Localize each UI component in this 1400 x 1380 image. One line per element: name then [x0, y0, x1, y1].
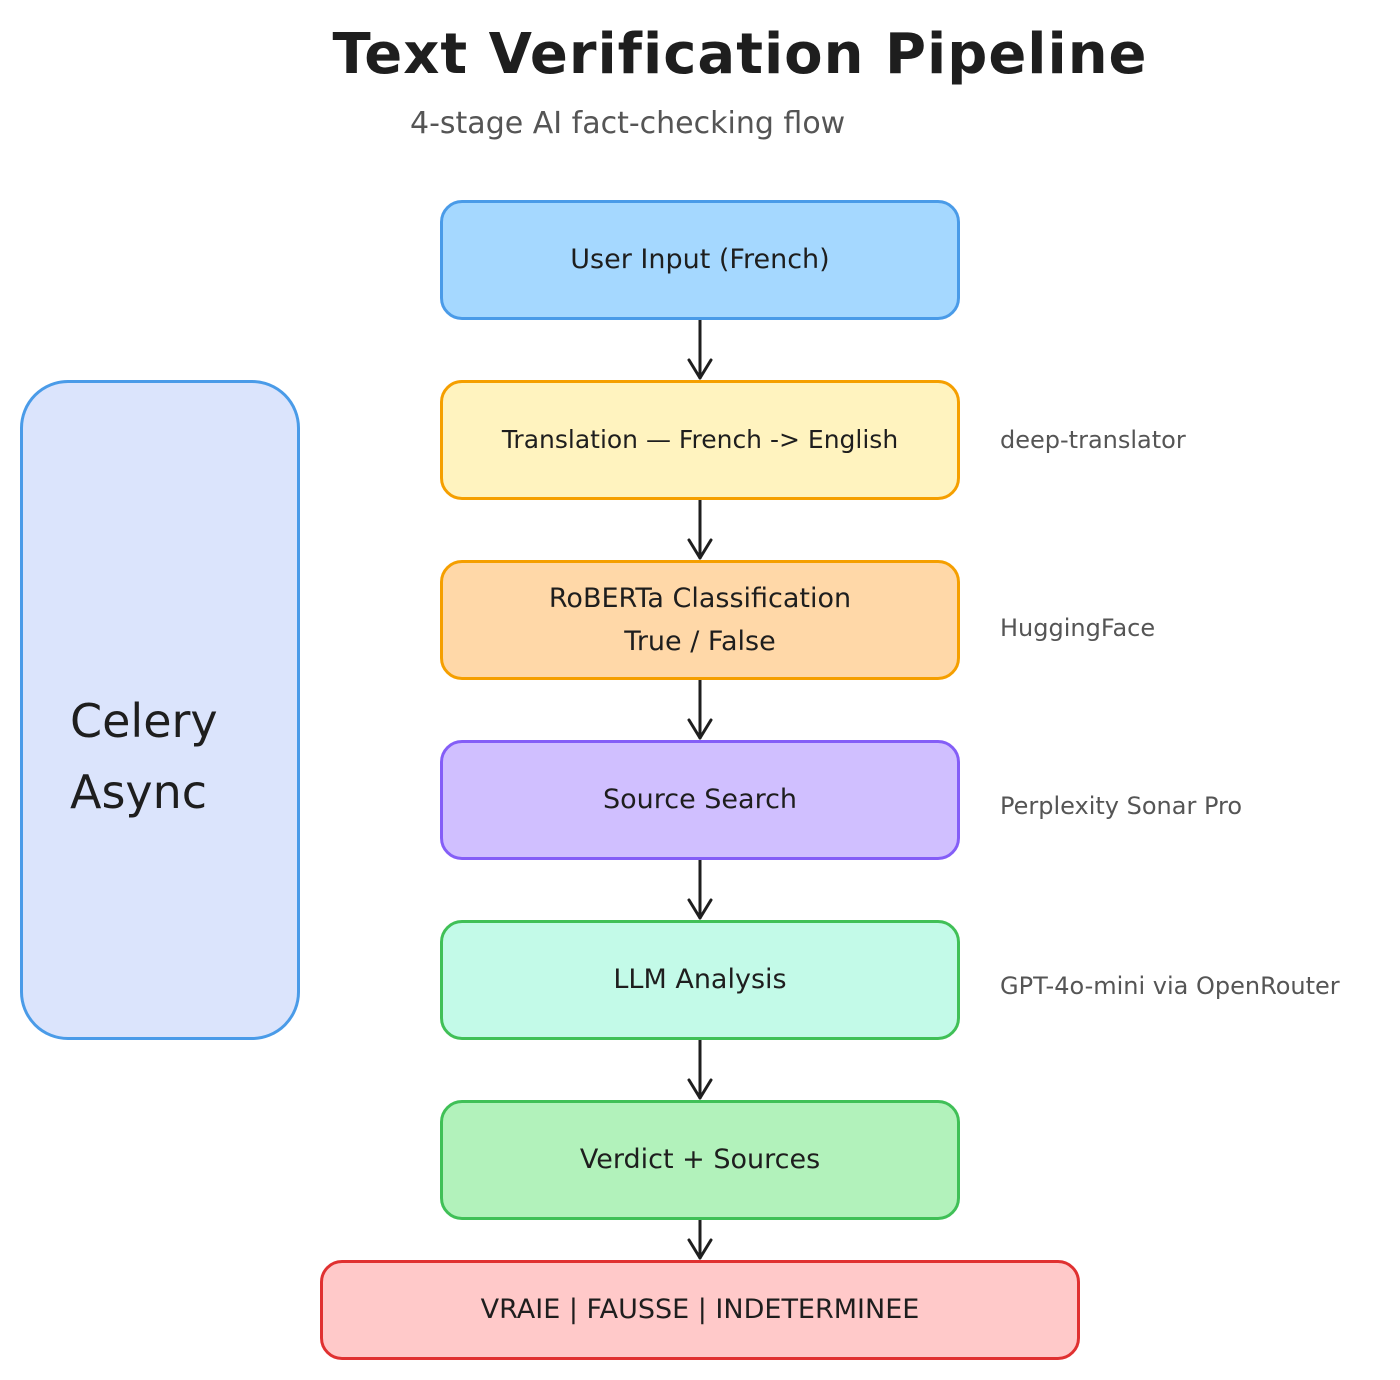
- celery-async-panel: [20, 380, 300, 1040]
- outcome-box: VRAIE | FAUSSE | INDETERMINEE: [320, 1260, 1080, 1360]
- arrow-input-to-translation: [687, 318, 713, 380]
- outcome-label: VRAIE | FAUSSE | INDETERMINEE: [480, 1294, 920, 1326]
- arrow-translation-to-classification: [687, 498, 713, 560]
- stage-translation: Translation — French -> English: [440, 380, 960, 500]
- note-llm-analysis: GPT-4o-mini via OpenRouter: [1000, 972, 1340, 1000]
- stage-sublabel: True / False: [624, 626, 776, 657]
- celery-label-line2: Async: [70, 765, 208, 820]
- arrow-classification-to-search: [687, 678, 713, 740]
- diagram-title: Text Verification Pipeline: [332, 22, 1148, 87]
- stage-source-search: Source Search: [440, 740, 960, 860]
- stage-label: Verdict + Sources: [579, 1144, 821, 1176]
- celery-async-label: Celery Async: [70, 686, 218, 829]
- note-source-search: Perplexity Sonar Pro: [1000, 792, 1243, 820]
- note-classification: HuggingFace: [1000, 614, 1156, 642]
- stage-label: Translation — French -> English: [501, 425, 899, 454]
- stage-label: Source Search: [602, 784, 798, 816]
- celery-label-line1: Celery: [70, 694, 218, 748]
- stage-llm-analysis: LLM Analysis: [440, 920, 960, 1040]
- arrow-analysis-to-verdict: [687, 1038, 713, 1100]
- stage-label: LLM Analysis: [613, 964, 787, 996]
- diagram-subtitle: 4-stage AI fact-checking flow: [410, 106, 846, 141]
- stage-classification: RoBERTa Classification True / False: [440, 560, 960, 680]
- arrow-verdict-to-outcome: [687, 1218, 713, 1260]
- note-translation: deep-translator: [1000, 426, 1186, 454]
- stage-user-input: User Input (French): [440, 200, 960, 320]
- stage-label: User Input (French): [570, 244, 830, 276]
- stage-label: RoBERTa Classification: [548, 582, 852, 614]
- stage-verdict: Verdict + Sources: [440, 1100, 960, 1220]
- arrow-search-to-analysis: [687, 858, 713, 920]
